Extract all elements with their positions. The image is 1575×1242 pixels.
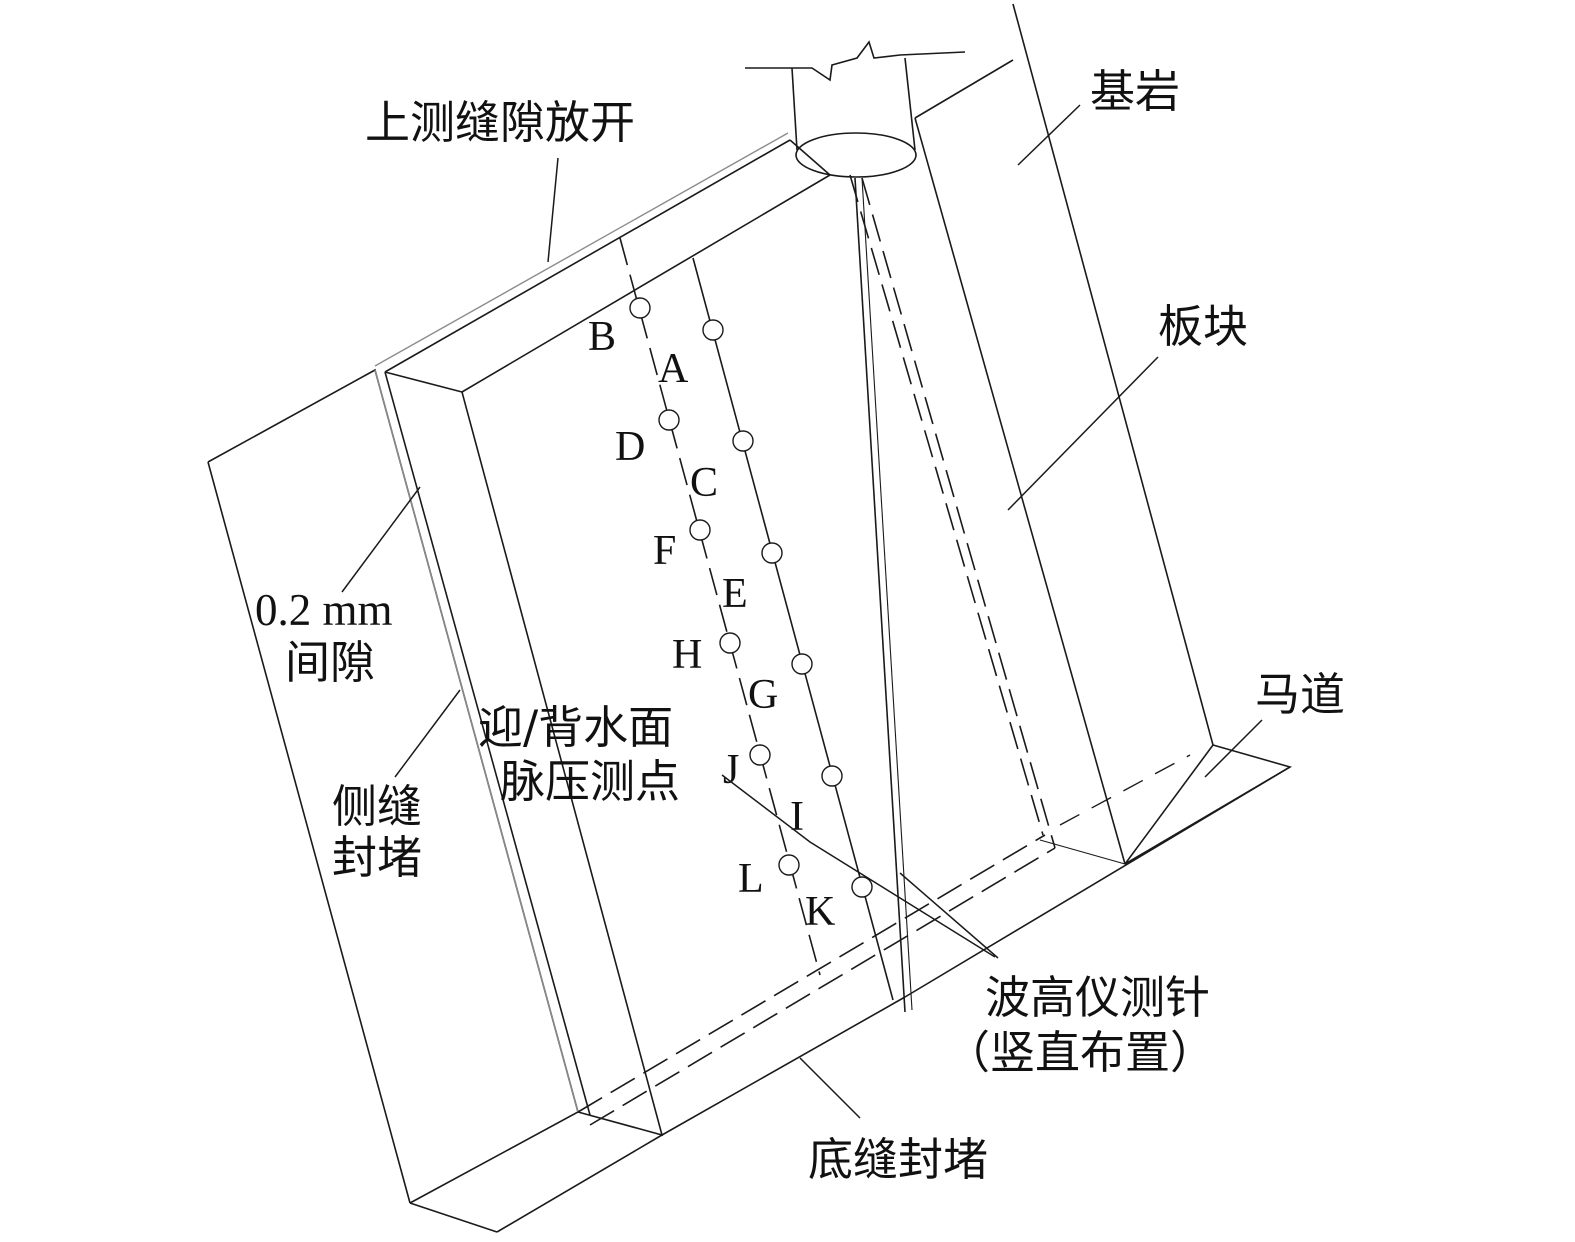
label-upper-gap: 上测缝隙放开	[365, 96, 635, 149]
leader-upper-gap	[547, 157, 559, 263]
point-i-marker	[821, 765, 843, 787]
point-label-k: K	[805, 889, 835, 935]
point-d-marker	[658, 409, 680, 431]
point-g-marker	[791, 653, 813, 675]
point-f-marker	[689, 519, 711, 541]
point-label-e: E	[722, 571, 748, 617]
point-k-marker	[851, 876, 873, 898]
label-side-gap-value: 0.2 mm	[255, 585, 393, 635]
point-label-g: G	[748, 672, 778, 718]
point-label-h: H	[672, 632, 702, 678]
leader-slab	[1007, 356, 1159, 511]
leader-wave-probe	[899, 872, 999, 959]
label-bedrock: 基岩	[1090, 65, 1180, 118]
point-label-a: A	[658, 346, 689, 392]
bedrock-block	[914, 3, 1293, 865]
text-labels: 上测缝隙放开 基岩 板块 0.2 mm 间隙 迎/背水面 脉压测点 侧缝 封堵 …	[255, 65, 1345, 1186]
leader-bottom-seal	[799, 1057, 861, 1119]
leader-walkway	[1204, 719, 1263, 778]
point-b-marker	[629, 297, 651, 319]
pressure-points	[629, 297, 873, 898]
label-pressure-points-1: 迎/背水面	[478, 701, 673, 754]
point-label-b: B	[588, 314, 616, 360]
label-walkway: 马道	[1255, 668, 1345, 721]
label-side-seal-1: 侧缝	[332, 780, 422, 833]
label-slab: 板块	[1158, 300, 1248, 353]
point-h-marker	[719, 632, 741, 654]
label-side-seal-2: 封堵	[332, 831, 422, 884]
leader-side-seal	[394, 689, 461, 778]
leader-pressure-points	[721, 774, 996, 958]
leader-lines	[341, 104, 1263, 1119]
point-a-marker	[702, 319, 724, 341]
label-wave-probe-1: 波高仪测针	[985, 971, 1210, 1024]
label-wave-probe-2: （竖直布置）	[945, 1026, 1215, 1079]
point-label-i: I	[790, 794, 804, 840]
point-label-j: J	[723, 747, 739, 793]
side-gap-lines	[374, 369, 591, 1116]
point-label-c: C	[690, 460, 718, 506]
leader-side-gap	[341, 486, 421, 593]
point-c-marker	[732, 430, 754, 452]
label-side-gap-word: 间隙	[285, 636, 375, 689]
point-e-marker	[761, 542, 783, 564]
point-label-f: F	[653, 528, 676, 574]
label-pressure-points-2: 脉压测点	[500, 755, 680, 808]
leader-bedrock	[1017, 104, 1081, 166]
point-l-marker	[778, 854, 800, 876]
point-label-d: D	[615, 424, 645, 470]
point-label-l: L	[738, 856, 764, 902]
point-j-marker	[749, 744, 771, 766]
hidden-edges	[577, 174, 1191, 1126]
label-bottom-seal: 底缝封堵	[808, 1133, 988, 1186]
point-labels: B A D C F E H G J I L K	[588, 314, 835, 935]
wave-probe	[745, 40, 966, 1013]
